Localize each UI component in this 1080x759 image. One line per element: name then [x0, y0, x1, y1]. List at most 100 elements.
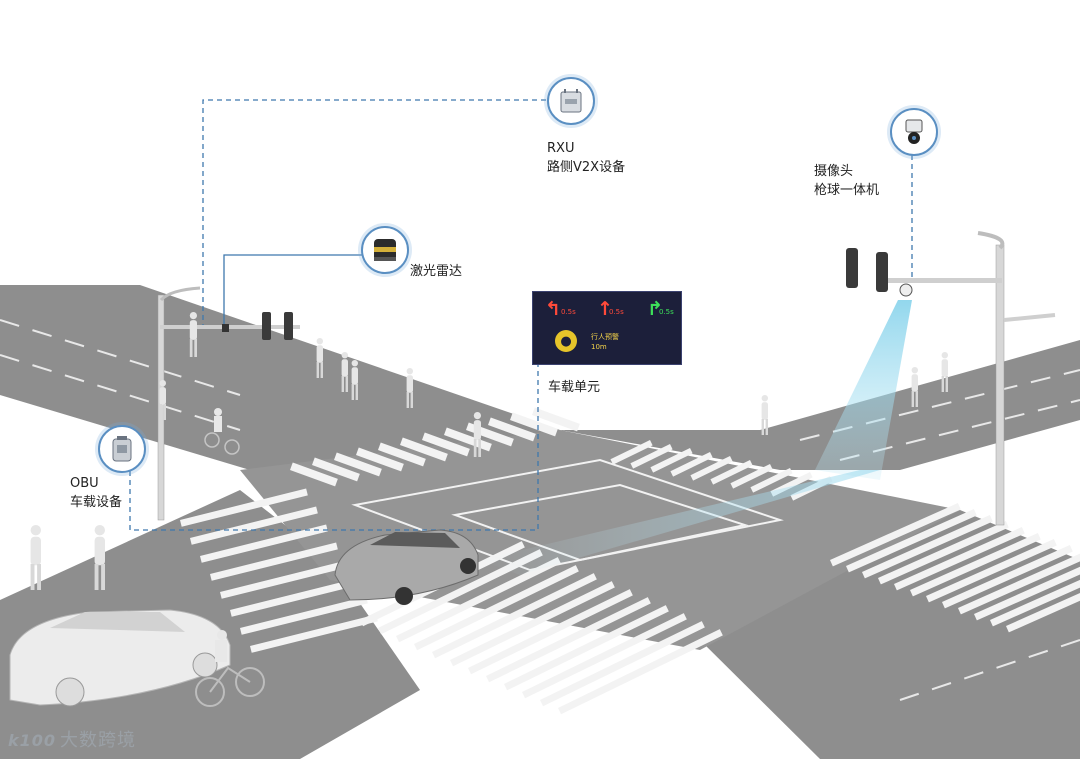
crosswalk-stripe	[862, 515, 993, 579]
obu-label: OBU 车载设备	[70, 474, 122, 512]
obu-label-desc: 车载设备	[70, 495, 123, 510]
crosswalk-stripe	[630, 444, 673, 469]
road-northwest	[0, 285, 560, 470]
lidar-sensor-icon	[374, 239, 396, 261]
crosswalk-stripe	[730, 463, 773, 489]
crosswalk-stripe	[942, 545, 1073, 609]
cyclist-far	[204, 408, 240, 455]
crosswalk-stripe	[414, 565, 579, 651]
obu-display-panel: ↰ 0.5s ↑ 0.5s ↱ 0.5s ● 行人预警 10m	[532, 291, 682, 365]
crosswalk-stripe	[958, 551, 1080, 615]
pedestrian-figure	[94, 525, 105, 590]
lidar-badge	[361, 226, 409, 274]
crosswalk-stripe	[750, 467, 793, 493]
obu-label-name: OBU	[70, 476, 99, 491]
crosswalk-stripe	[333, 452, 382, 477]
traffic-light	[876, 252, 888, 292]
crosswalks	[180, 407, 1080, 715]
crosswalk-stripe	[710, 460, 753, 485]
white-car-left	[9, 609, 231, 707]
crosswalk-stripe	[558, 629, 723, 715]
pedestrian-figure	[473, 412, 481, 457]
crosswalk-stripe	[289, 462, 338, 487]
crosswalk-stripe	[670, 452, 713, 477]
crosswalk-stripe	[396, 557, 561, 643]
connector-lines	[122, 99, 913, 531]
traffic-light	[284, 312, 293, 340]
crosswalk-stripe	[509, 412, 558, 437]
traffic-light	[262, 312, 271, 340]
crosswalk-stripe	[180, 488, 308, 527]
rxu-badge	[547, 77, 595, 125]
crosswalk-stripe	[488, 417, 536, 442]
straight-arrow: ↑	[597, 298, 613, 320]
obu-connector	[122, 365, 539, 531]
camera-label-name: 摄像头	[814, 164, 854, 179]
crosswalk-stripe	[690, 455, 733, 481]
turn-left-time: 0.5s	[561, 308, 576, 316]
pedestrian-figure	[351, 360, 358, 400]
camera-label-desc: 枪球一体机	[814, 183, 880, 198]
turn-left-arrow: ↰	[545, 298, 561, 320]
obu-badge	[98, 425, 146, 473]
traffic-light	[846, 248, 858, 288]
obu-device-icon	[112, 436, 132, 462]
crosswalk-stripe	[974, 557, 1080, 621]
pedestrian-figure	[159, 380, 166, 420]
crosswalk-stripe	[400, 437, 448, 462]
crosswalk-stripe	[989, 563, 1080, 627]
lidar-connector	[223, 254, 362, 328]
crosswalk-stripe	[894, 527, 1025, 591]
crosswalk-stripe	[540, 621, 705, 707]
pedestrian-figure	[941, 352, 948, 392]
crosswalk-stripe	[926, 539, 1057, 603]
crosswalk-stripe	[845, 509, 977, 573]
crosswalk-stripe	[504, 605, 669, 691]
crosswalk-stripe	[432, 573, 597, 659]
crosswalk-stripe	[468, 589, 633, 675]
straight-time: 0.5s	[609, 308, 624, 316]
crosswalk-stripe	[378, 549, 543, 635]
crosswalk-stripe	[356, 447, 404, 472]
watermark-logo: k100	[8, 731, 57, 750]
camera-badge	[890, 108, 938, 156]
crosswalk-stripe	[910, 533, 1041, 597]
dome-camera-icon	[905, 119, 923, 144]
pedestrians	[30, 312, 948, 590]
obu-unit-label-name: 车载单元	[548, 380, 601, 395]
cyclist	[195, 630, 265, 707]
crosswalk-stripe	[220, 560, 348, 599]
pedestrian-figure	[911, 367, 918, 407]
pedestrian-figure	[316, 338, 323, 378]
crosswalk-stripe	[830, 503, 961, 567]
crosswalk-stripe	[1006, 569, 1080, 633]
crosswalk-stripe	[229, 578, 358, 617]
crosswalk-stripe	[377, 442, 426, 467]
pedestrian-figure	[341, 352, 348, 392]
lidar-label-name: 激光雷达	[410, 264, 463, 279]
crosswalk-stripe	[650, 448, 693, 473]
lidar-unit	[222, 324, 229, 332]
dome-camera	[899, 283, 913, 297]
camera-label: 摄像头 枪球一体机	[814, 162, 879, 200]
pedestrian-figure	[189, 312, 197, 357]
rxu-label-name: RXU	[547, 141, 575, 156]
pedestrian-figure	[30, 525, 41, 590]
right-signal-pole	[846, 231, 1056, 526]
pedestrian-warning-title: 行人预警	[591, 333, 619, 341]
camera-beam	[815, 300, 912, 480]
pedestrian-warning: 行人预警 10m	[591, 332, 619, 352]
crosswalk-stripe	[190, 506, 318, 545]
pedestrian-icon: ●	[555, 330, 577, 352]
rxu-connector	[202, 99, 555, 330]
lidar-label: 激光雷达	[410, 262, 462, 281]
crosswalk-stripe	[532, 407, 580, 432]
road-northeast	[560, 340, 1080, 470]
turn-right-time: 0.5s	[659, 308, 674, 316]
crosswalk-stripe	[421, 432, 470, 457]
crosswalk-stripe	[486, 597, 651, 683]
pedestrian-figure	[761, 395, 768, 435]
